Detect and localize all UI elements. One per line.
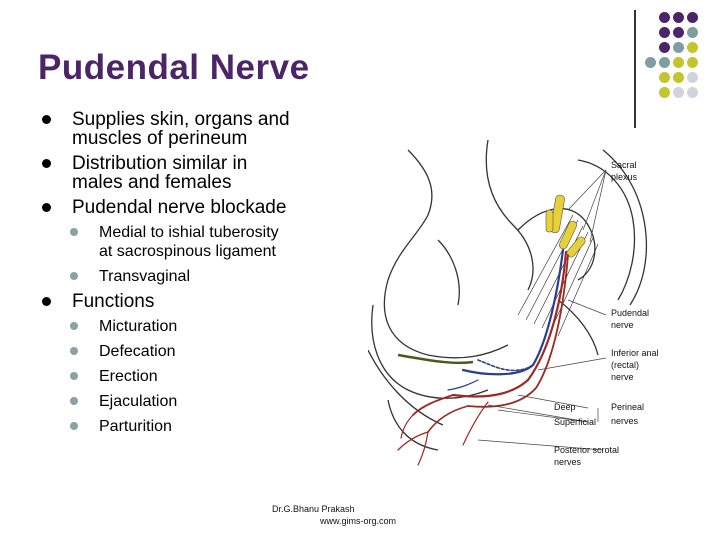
sacrospinous-hatching [517, 214, 599, 337]
bullet-text-line: Functions [72, 291, 155, 312]
decorative-dot [687, 42, 698, 53]
sub-bullet-dot-icon [70, 422, 78, 430]
decorative-dot [673, 57, 684, 68]
sub-bullet-text-line: Erection [99, 368, 158, 385]
bullet-dot-icon [42, 297, 51, 306]
sub-bullet-dot-icon [70, 322, 78, 330]
decorative-dot [687, 27, 698, 38]
decorative-dot [659, 27, 670, 38]
decorative-dot [673, 12, 684, 23]
leader-lines [477, 169, 607, 451]
sub-bullet-dot-icon [70, 372, 78, 380]
sub-bullet-item: Transvaginal [40, 267, 340, 286]
sub-bullet-item: Parturition [40, 417, 340, 436]
sub-bullet-dot-icon [70, 228, 78, 236]
bullet-text-line: Distribution similar in [72, 153, 248, 174]
decorative-dot [673, 87, 684, 98]
pudendal-nerve-diagram: Sacral plexus Pudendal nerve Inferior an… [368, 140, 659, 467]
decorative-dot [673, 72, 684, 83]
sub-bullet-text-line: Ejaculation [99, 393, 178, 410]
footer-author: Dr.G.Bhanu Prakash [272, 504, 355, 514]
decorative-dot [659, 87, 670, 98]
muscle-band [397, 353, 474, 365]
sacral-plexus-roots [545, 194, 586, 258]
sub-bullet-item: Defecation [40, 342, 340, 361]
decorative-dot [659, 42, 670, 53]
label-pudendal: Pudendal [611, 308, 649, 318]
bullet-dot-icon [42, 159, 51, 168]
sub-bullet-item: Medial to ishial tuberosity at sacrospino… [40, 223, 340, 261]
sub-bullet-dot-icon [70, 272, 78, 280]
label-inferior-anal: Inferior anal [611, 348, 659, 358]
label-plexus: plexus [611, 172, 638, 182]
bullet-text-line: Pudendal nerve blockade [72, 197, 287, 218]
decorative-divider [634, 10, 636, 128]
label-perineal: Perineal [611, 402, 644, 412]
decorative-dot [687, 87, 698, 98]
sub-bullet-dot-icon [70, 397, 78, 405]
pelvis-outline [368, 140, 648, 451]
bullet-text-line: males and females [72, 172, 232, 193]
label-superficial: Superficial [554, 417, 596, 427]
nerve-paths [397, 248, 569, 466]
decorative-dot [673, 27, 684, 38]
label-inferior-anal-nerve: nerve [611, 372, 634, 382]
decorative-dot [659, 72, 670, 83]
label-posterior-scrotal: Posterior scrotal [554, 445, 619, 455]
decorative-dot [673, 42, 684, 53]
bullet-text-line: Supplies skin, organs and [72, 109, 290, 130]
sub-bullet-text-line: Medial to ishial tuberosity [99, 224, 279, 241]
bullet-text-line: muscles of perineum [72, 128, 248, 149]
decorative-dot [645, 57, 656, 68]
footer-website: www.gims-org.com [320, 516, 397, 526]
decorative-dot [687, 57, 698, 68]
sub-bullet-dot-icon [70, 347, 78, 355]
sub-bullet-item: Ejaculation [40, 392, 340, 411]
sub-bullet-text-line: Defecation [99, 343, 176, 360]
slide-title: Pudendal Nerve [38, 48, 310, 87]
label-posterior-scrotal-nerves: nerves [554, 457, 582, 467]
sub-bullet-item: Erection [40, 367, 340, 386]
bullet-item: Functions [40, 292, 340, 311]
bullet-dot-icon [42, 203, 51, 212]
label-deep: Deep [554, 402, 576, 412]
decorative-dot [659, 57, 670, 68]
label-rectal: (rectal) [611, 360, 639, 370]
label-sacral: Sacral [611, 160, 637, 170]
sub-bullet-text-line: Parturition [99, 418, 172, 435]
sub-bullet-item: Micturation [40, 317, 340, 336]
sub-bullet-text-line: at sacrospinous ligament [99, 243, 276, 260]
sub-bullet-text-line: Micturation [99, 318, 178, 335]
sub-bullet-text-line: Transvaginal [99, 268, 191, 285]
label-pudendal-nerve: nerve [611, 320, 634, 330]
bullet-dot-icon [42, 115, 51, 124]
decorative-dot [687, 72, 698, 83]
label-perineal-nerves: nerves [611, 416, 639, 426]
decorative-dot [659, 12, 670, 23]
decorative-dot [687, 12, 698, 23]
bullet-item: Pudendal nerve blockade [40, 198, 340, 217]
